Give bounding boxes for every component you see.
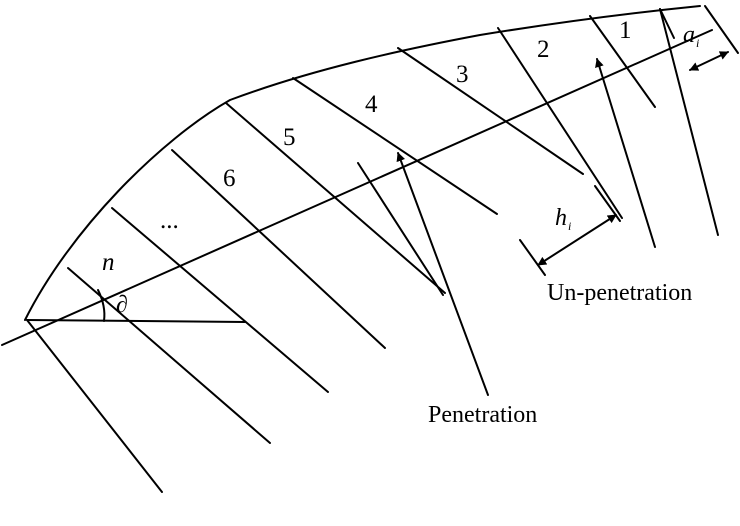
- anchor-line: [589, 15, 656, 108]
- spacing-extension-line: [704, 5, 739, 54]
- spacing-dimension-arrow: [689, 51, 729, 71]
- anchor-line: [111, 207, 329, 393]
- anchor-line: [292, 77, 498, 215]
- strip-label-2: 2: [537, 36, 550, 63]
- length-dimension-arrow: [537, 214, 617, 266]
- anchor-line: [497, 27, 623, 219]
- slope-surface-curve: [24, 5, 701, 321]
- strip-label-3: 3: [456, 61, 469, 88]
- sliding-base-line: [1, 29, 713, 346]
- anchor-line: [397, 47, 584, 175]
- anchor-line: [659, 8, 719, 236]
- strip-label-6: 6: [223, 165, 236, 192]
- penetration-pointer: [357, 162, 444, 296]
- length-extension-line: [519, 239, 546, 276]
- angle-symbol: ∂: [116, 292, 128, 318]
- strip-label-n: n: [102, 249, 115, 276]
- length-label: hi: [555, 205, 571, 233]
- anchor-line: [171, 149, 386, 349]
- strip-label-ellipsis: ...: [160, 207, 179, 234]
- anchor-line: [225, 102, 446, 294]
- anchor-line: [67, 267, 271, 444]
- unpenetration-pointer: [595, 58, 656, 248]
- unpenetration-label: Un-penetration: [547, 280, 692, 306]
- strip-divider-lines: [26, 8, 719, 493]
- horizontal-reference-line: [26, 319, 246, 323]
- strip-label-4: 4: [365, 91, 378, 118]
- strip-label-1: 1: [619, 17, 632, 44]
- penetration-label: Penetration: [428, 402, 537, 428]
- anchor-line: [26, 319, 163, 493]
- penetration-pointer: [396, 152, 489, 396]
- spacing-label: ai: [683, 22, 699, 50]
- strip-label-5: 5: [283, 124, 296, 151]
- angle-arc: [97, 289, 106, 322]
- spacing-extension-line: [659, 8, 675, 39]
